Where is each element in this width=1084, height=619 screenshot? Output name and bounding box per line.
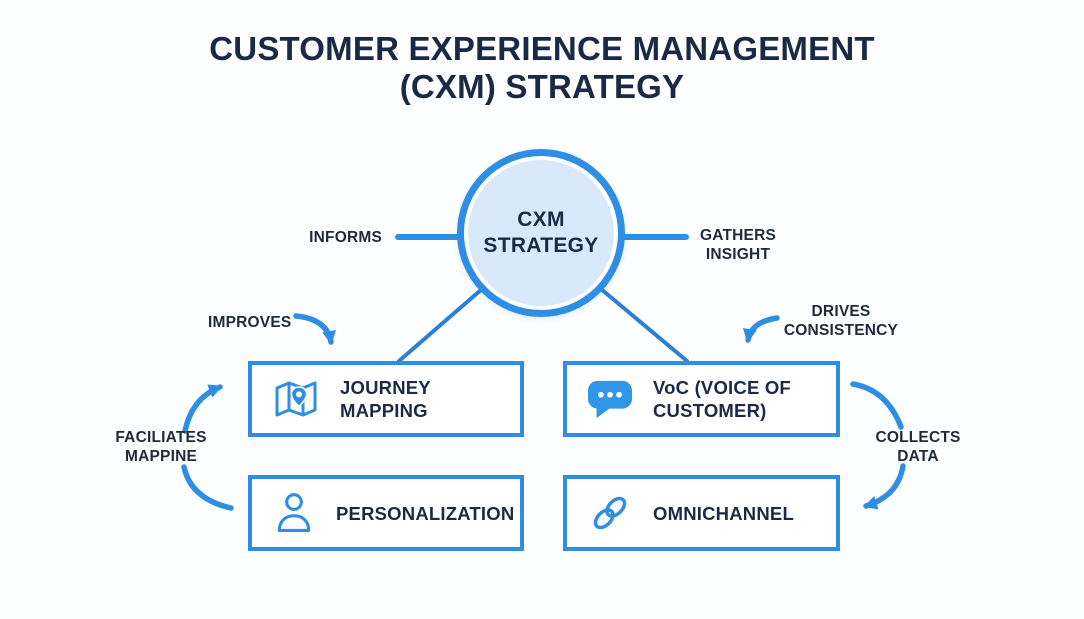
- gathers-insight-label: GATHERS INSIGHT: [699, 227, 777, 263]
- speech-bubble-icon: [587, 377, 633, 421]
- facilitates-lower-arc: [181, 464, 234, 511]
- journey-mapping-label: JOURNEY MAPPING: [340, 377, 431, 421]
- collects-upper-arc: [850, 381, 904, 430]
- omnichannel-box: OMNICHANNEL: [563, 475, 840, 551]
- collects-lower-arc: [863, 463, 906, 510]
- diagonal-to-journey: [397, 287, 484, 363]
- page-title-line2: (CXM) STRATEGY: [399, 68, 685, 105]
- improves-arrow: [293, 313, 337, 345]
- voc-label: VoC (VOICE OF CUSTOMER): [653, 377, 791, 421]
- personalization-label: PERSONALIZATION: [336, 502, 515, 524]
- page-title-line1: CUSTOMER EXPERIENCE MANAGEMENT: [209, 30, 875, 67]
- collects-data-label: COLLECTS DATA: [875, 429, 961, 465]
- page-title: CUSTOMER EXPERIENCE MANAGEMENT (CXM) STR…: [0, 30, 1084, 106]
- improves-label: IMPROVES: [208, 314, 292, 331]
- facilitates-mapping-label: FACILIATES MAPPINE: [115, 429, 207, 465]
- drives-consistency-label: DRIVES CONSISTENCY: [783, 303, 899, 339]
- drives-arrow: [742, 315, 780, 343]
- voc-box: VoC (VOICE OF CUSTOMER): [563, 361, 840, 437]
- diagonal-to-voc: [599, 287, 689, 363]
- facilitates-upper-arc: [182, 384, 223, 434]
- journey-mapping-box: JOURNEY MAPPING: [248, 361, 524, 437]
- map-pin-icon: [272, 375, 320, 423]
- omnichannel-label: OMNICHANNEL: [653, 502, 794, 524]
- link-icon: [587, 490, 633, 536]
- informs-label: INFORMS: [309, 229, 382, 246]
- cxm-strategy-node: CXM STRATEGY: [457, 149, 625, 317]
- cxm-strategy-label: CXM STRATEGY: [483, 208, 599, 257]
- personalization-box: PERSONALIZATION: [248, 475, 524, 551]
- cxm-strategy-node-fill: CXM STRATEGY: [468, 160, 614, 306]
- person-icon: [272, 490, 316, 536]
